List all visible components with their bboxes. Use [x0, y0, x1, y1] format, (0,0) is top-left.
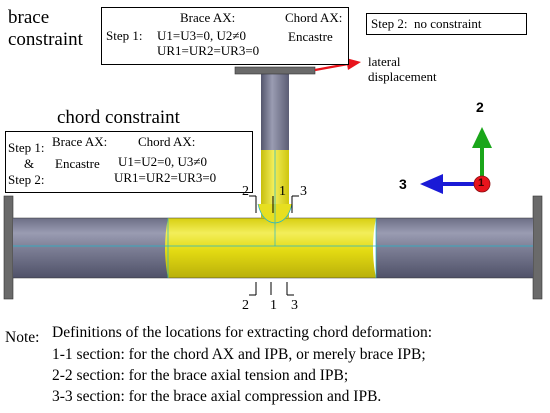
lateral-label-2: displacement [368, 69, 437, 84]
brace-box-brace-header: Brace AX: [180, 10, 236, 25]
section-markers-top [249, 195, 299, 213]
note-line-3: 2-2 section: for the brace axial tension… [52, 367, 349, 384]
step2-text: Step 2: no constraint [371, 16, 482, 31]
chord-tube-right [376, 218, 533, 278]
chord-yellow-region [165, 218, 376, 278]
lateral-label-1: lateral [368, 54, 401, 69]
chord-box-brace-value: Encastre [55, 156, 100, 171]
brace-box-step: Step 1: [106, 28, 143, 43]
brace-box-chord-value: Encastre [288, 29, 333, 44]
brace-top-plate [234, 66, 316, 75]
axis-label-3: 3 [399, 176, 407, 192]
chord-box-step2: Step 2: [8, 172, 45, 187]
section-top-2: 2 [242, 184, 249, 199]
note-line-1: Definitions of the locations for extract… [52, 324, 433, 341]
chord-box-brace-header: Brace AX: [52, 134, 108, 149]
chord-constraint-box [5, 131, 253, 193]
note-label: Note: [5, 329, 40, 346]
section-top-1: 1 [279, 184, 286, 199]
brace-constraint-box [101, 7, 349, 65]
axis-2-arrow-icon [472, 127, 492, 148]
chord-box-amp: & [24, 156, 35, 171]
brace-box-chord-header: Chord AX: [285, 10, 343, 25]
chord-box-step1: Step 1: [8, 140, 45, 155]
axis-label-1: 1 [478, 177, 485, 189]
note-line-2: 1-1 section: for the chord AX and IPB, o… [52, 346, 426, 363]
brace-constraint-label-2: constraint [8, 29, 83, 50]
step2-box [366, 13, 527, 35]
note-line-4: 3-3 section: for the brace axial compres… [52, 388, 382, 405]
axis-3-arrow-icon [420, 174, 443, 194]
axis-1-origin-icon [473, 175, 491, 193]
brace-box-brace-line2: UR1=UR2=UR3=0 [157, 43, 260, 58]
section-bottom-3: 3 [291, 298, 298, 313]
section-top-3: 3 [300, 184, 307, 199]
chord-box-chord-header: Chord AX: [138, 134, 196, 149]
section-bottom-1: 1 [270, 298, 277, 313]
axis-label-2: 2 [476, 99, 484, 115]
chord-box-chord-line2: UR1=UR2=UR3=0 [114, 170, 217, 185]
brace-box-brace-line1: U1=U3=0, U2≠0 [157, 28, 246, 43]
chord-box-chord-line1: U1=U2=0, U3≠0 [118, 154, 207, 169]
section-markers-bottom [249, 282, 294, 296]
section-bottom-2: 2 [242, 298, 249, 313]
brace-tube-upper [261, 73, 289, 150]
brace-constraint-label-1: brace [8, 7, 50, 28]
chord-tube-left [13, 218, 168, 278]
left-end-plate [3, 195, 14, 300]
lateral-arrow-icon [346, 58, 361, 70]
chord-constraint-label: chord constraint [57, 107, 180, 128]
right-end-plate [532, 195, 543, 300]
